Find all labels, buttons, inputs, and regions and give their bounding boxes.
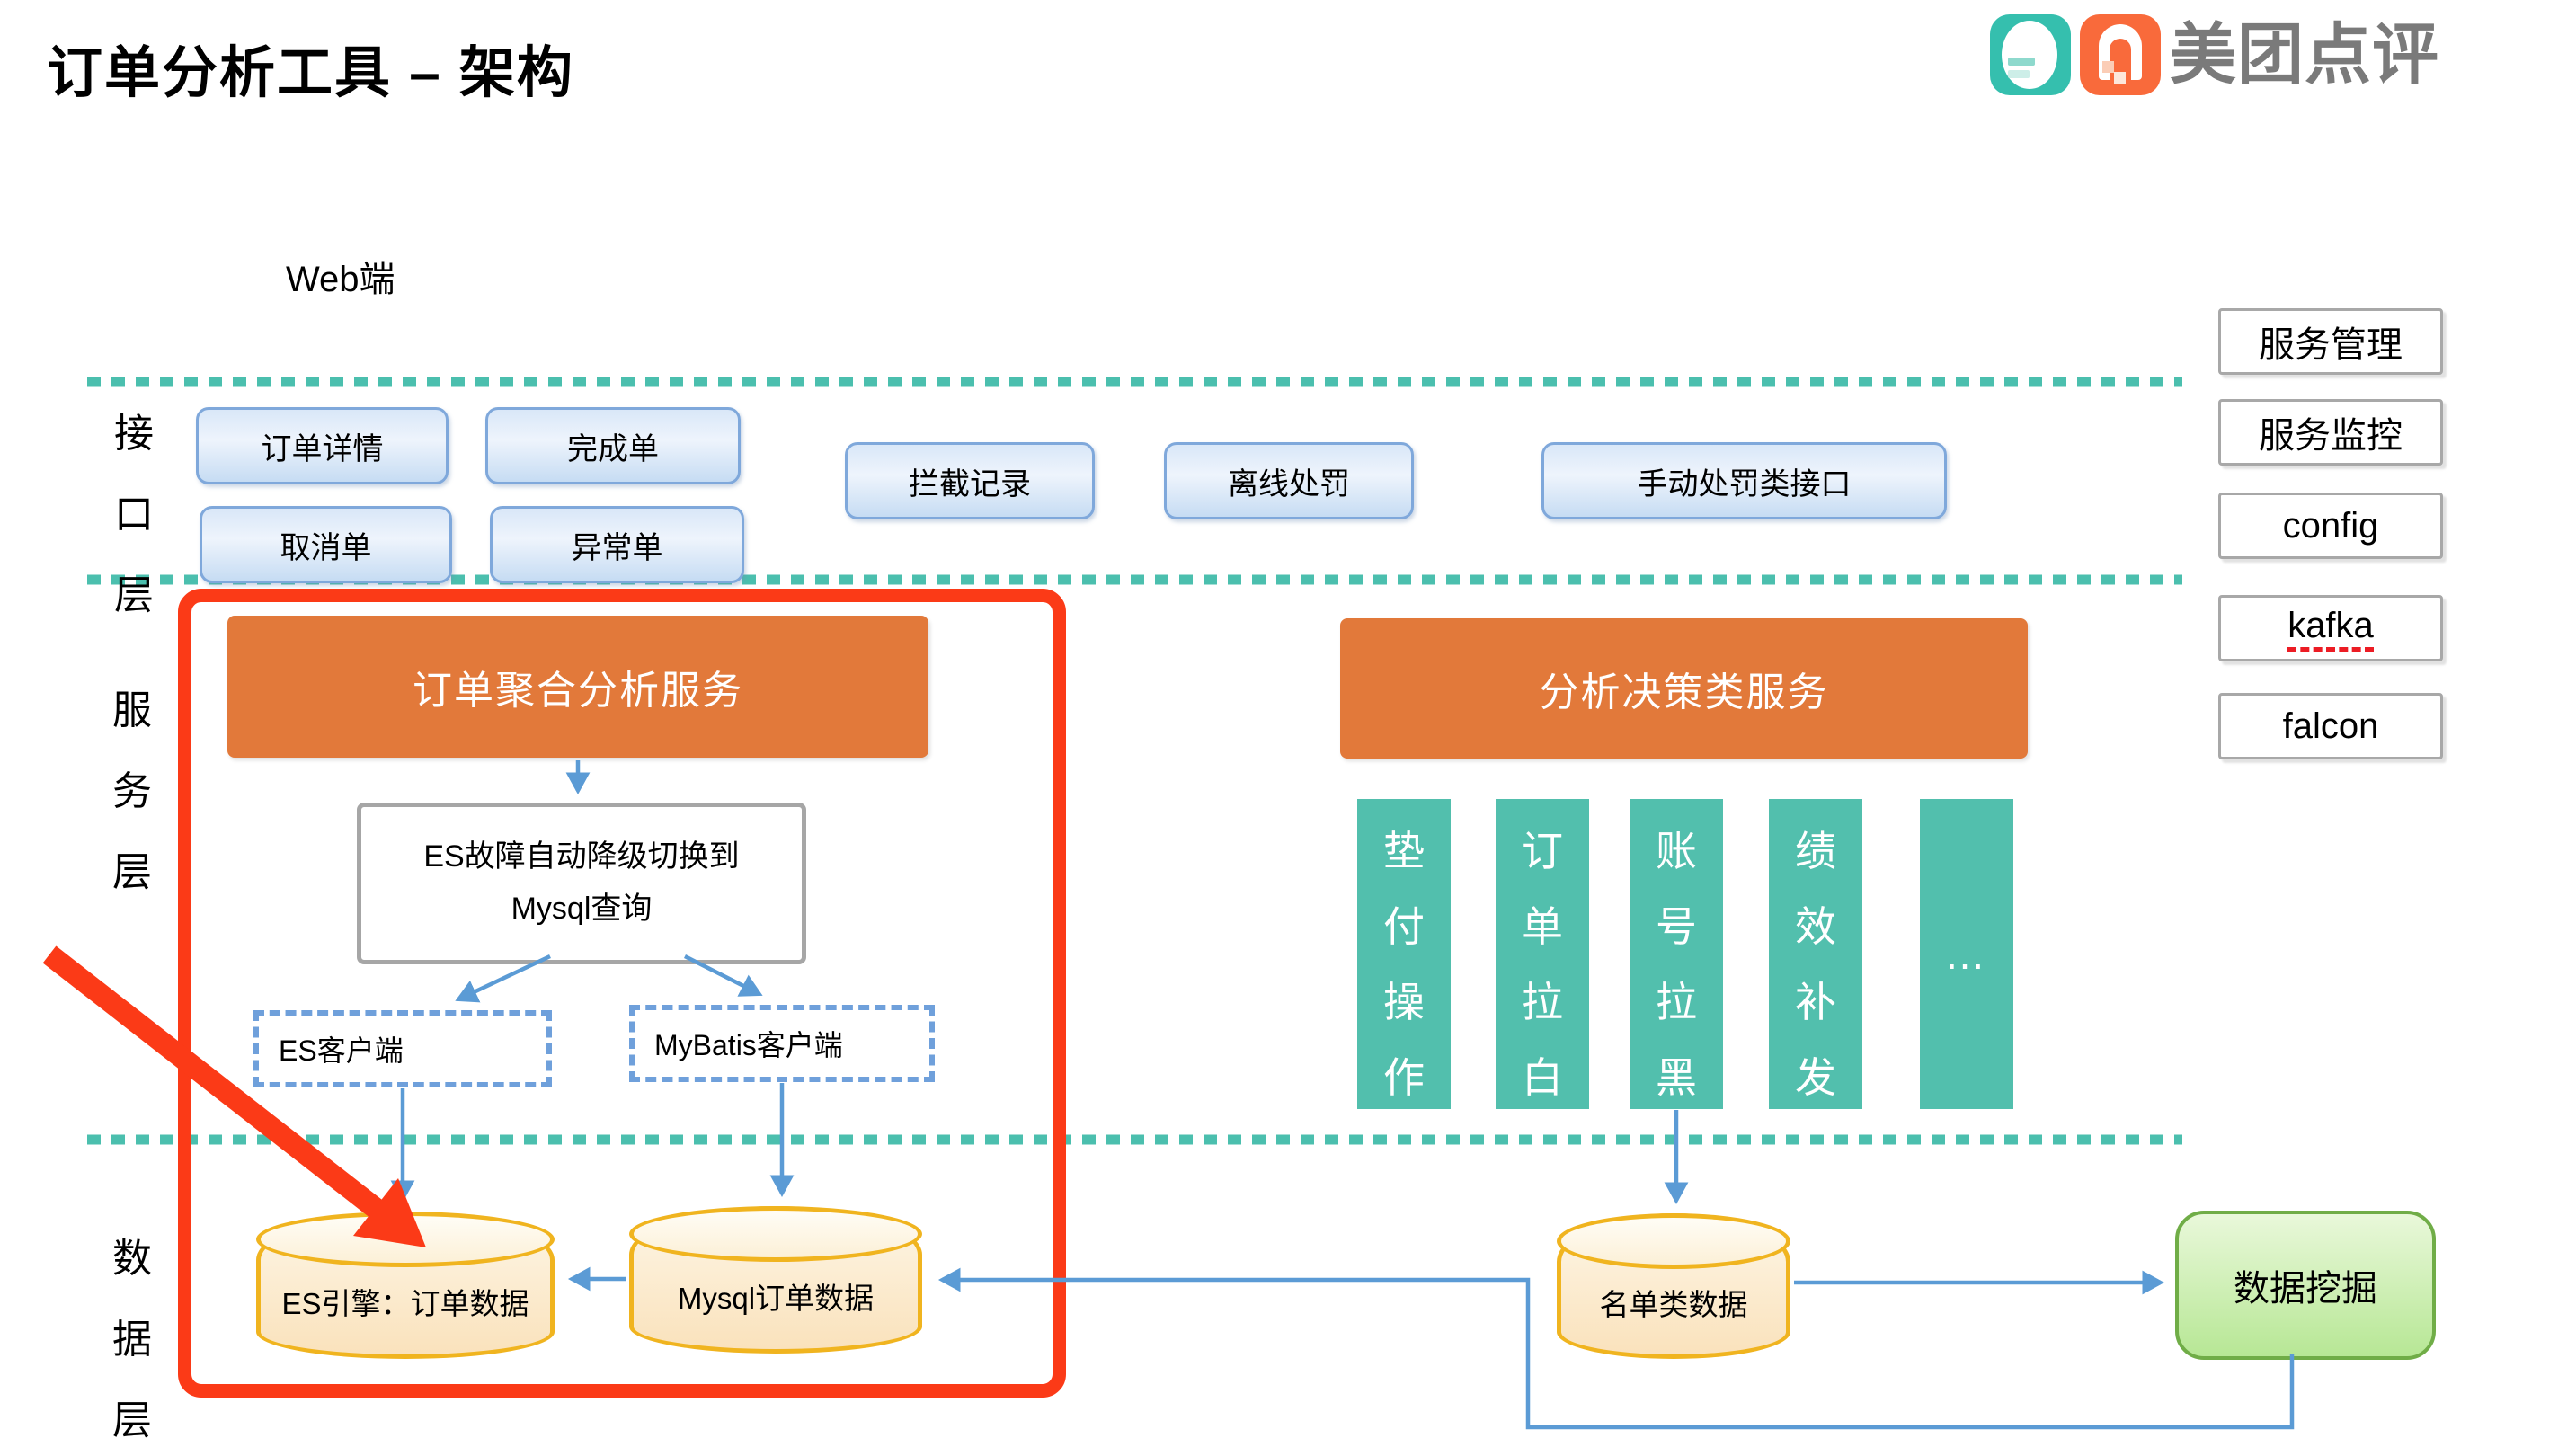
box-cancel-order-label: 取消单 (280, 530, 372, 565)
box-intercept-record-label: 拦截记录 (909, 466, 1031, 502)
box-data-mining-label: 数据挖掘 (2234, 1269, 2377, 1309)
column-account-blacklist-label: 账号拉黑 (1656, 828, 1697, 1101)
box-offline-penalty-label: 离线处罚 (1228, 466, 1350, 502)
box-es-fallback-line1: ES故障自动降级切换到 (423, 839, 740, 874)
interface-layer-label: 接口层 (114, 412, 154, 617)
column-more-ellipsis: … (1920, 799, 2013, 1109)
box-service-monitoring: 服务监控 (2218, 399, 2443, 466)
column-advance-payment: 垫付操作 (1357, 799, 1451, 1109)
column-order-whitelist: 订单拉白 (1496, 799, 1589, 1109)
box-kafka: kafka (2218, 595, 2443, 661)
box-kafka-label: kafka (2287, 606, 2374, 652)
box-manual-penalty-api: 手动处罚类接口 (1541, 442, 1947, 519)
column-account-blacklist: 账号拉黑 (1630, 799, 1723, 1109)
box-completed-order: 完成单 (485, 407, 741, 484)
column-performance-reissue: 绩效补发 (1769, 799, 1862, 1109)
box-falcon-label: falcon (2282, 706, 2379, 746)
es-engine-database-label: ES引擎：订单数据 (281, 1287, 529, 1321)
mysql-database-cylinder: Mysql订单数据 (629, 1206, 922, 1354)
box-service-management-label: 服务管理 (2259, 325, 2403, 365)
box-data-mining: 数据挖掘 (2175, 1211, 2436, 1360)
box-service-monitoring-label: 服务监控 (2259, 416, 2403, 456)
meituan-logo-icon (2080, 14, 2161, 95)
box-cancel-order: 取消单 (200, 506, 452, 583)
box-intercept-record: 拦截记录 (845, 442, 1095, 519)
data-layer-label: 数据层 (112, 1237, 152, 1438)
box-order-detail-label: 订单详情 (261, 431, 384, 466)
es-engine-database-cylinder: ES引擎：订单数据 (256, 1212, 555, 1359)
box-es-fallback-line2: Mysql查询 (511, 892, 653, 926)
dianping-stripe (2008, 58, 2035, 66)
box-decision-service: 分析决策类服务 (1340, 618, 2028, 759)
column-advance-payment-label: 垫付操作 (1383, 828, 1425, 1101)
box-es-fallback: ES故障自动降级切换到 Mysql查询 (357, 803, 806, 964)
mysql-database-label: Mysql订单数据 (677, 1282, 875, 1316)
box-manual-penalty-api-label: 手动处罚类接口 (1637, 466, 1852, 502)
column-performance-reissue-label: 绩效补发 (1795, 828, 1836, 1101)
box-completed-order-label: 完成单 (567, 431, 659, 466)
box-order-aggregation-service: 订单聚合分析服务 (227, 616, 928, 758)
brand-logo: 美团点评 (1990, 14, 2439, 95)
column-order-whitelist-label: 订单拉白 (1522, 828, 1563, 1101)
box-mybatis-client-label: MyBatis客户端 (654, 1029, 843, 1061)
dianping-stripe (2008, 70, 2030, 78)
web-client-label: Web端 (286, 260, 395, 299)
box-config-label: config (2282, 505, 2379, 546)
box-service-management: 服务管理 (2218, 308, 2443, 375)
page-title: 订单分析工具 – 架构 (47, 42, 574, 104)
box-order-aggregation-service-label: 订单聚合分析服务 (413, 669, 743, 713)
box-order-detail: 订单详情 (196, 407, 449, 484)
list-data-database-cylinder: 名单类数据 (1557, 1213, 1790, 1359)
service-layer-label: 服务层 (112, 688, 152, 894)
box-abnormal-order: 异常单 (490, 506, 744, 583)
meituan-checker-square (2114, 72, 2126, 84)
box-mybatis-client: MyBatis客户端 (629, 1005, 935, 1082)
box-es-client: ES客户端 (253, 1010, 552, 1087)
brand-name-text: 美团点评 (2170, 17, 2439, 92)
dianping-logo-icon (1990, 14, 2071, 95)
box-falcon: falcon (2218, 693, 2443, 759)
meituan-checker-square (2102, 61, 2114, 73)
box-config: config (2218, 493, 2443, 559)
column-more-ellipsis-label: … (1944, 930, 1989, 978)
box-decision-service-label: 分析决策类服务 (1539, 670, 1829, 715)
box-offline-penalty: 离线处罚 (1164, 442, 1414, 519)
box-es-client-label: ES客户端 (279, 1034, 404, 1067)
list-data-database-label: 名单类数据 (1599, 1288, 1748, 1322)
box-abnormal-order-label: 异常单 (571, 530, 663, 565)
dianping-bubble-shape (2002, 21, 2057, 89)
